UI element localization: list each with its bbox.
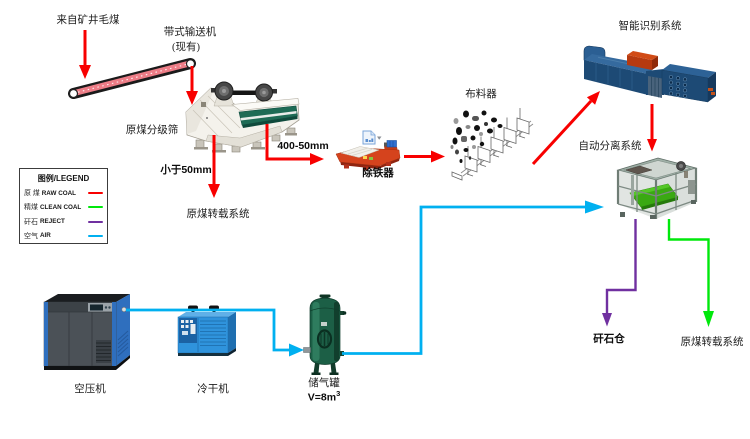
label-belt-conveyor-note: (现有) [172, 42, 200, 53]
dropdown-arrow-icon [377, 136, 382, 140]
legend-reject-zh: 矸石 [24, 217, 38, 226]
legend-raw-coal-line [88, 192, 103, 195]
air-tank-machine [303, 294, 347, 375]
raw-coal-arrow-feed [79, 30, 91, 79]
raw-coal-arrow-recognition-to-separation [647, 104, 657, 152]
label-transfer-system-left: 原煤转载系统 [186, 209, 250, 220]
label-cold-dryer: 冷干机 [197, 384, 229, 395]
label-air-tank-volume: V=8m3 [307, 389, 341, 404]
label-raw-coal-from-mine: 来自矿井毛煤 [56, 15, 120, 26]
raw-coal-arrow-distributor-to-recognition [531, 91, 600, 166]
raw-coal-arrow-conveyor-to-screen [186, 66, 198, 105]
file-icon [362, 130, 376, 145]
air-pipe-compressor-to-tank [126, 308, 304, 357]
label-reject-bin: 矸石仓 [593, 333, 625, 345]
raw-coal-arrow-iron-to-distributor [404, 150, 445, 163]
legend-row-clean-coal: 精煤 CLEAN COAL [24, 203, 103, 213]
distributor-machine [450, 108, 534, 181]
legend-air-line [88, 234, 103, 237]
air-pipe-tank-to-separation [342, 200, 604, 355]
coal-dots [450, 110, 503, 163]
legend-clean-coal-line [88, 206, 103, 209]
label-recognition-system: 智能识别系统 [618, 21, 682, 32]
legend-row-air: 空气 AIR [24, 231, 103, 241]
legend-reject-line [88, 220, 103, 223]
label-grading-screen: 原煤分级筛 [125, 125, 179, 136]
label-400-50mm: 400-50mm [277, 140, 329, 152]
legend-row-raw-coal: 原 煤 RAW COAL [24, 189, 103, 199]
legend-air-en: AIR [40, 232, 51, 240]
legend-reject-en: REJECT [40, 218, 65, 226]
label-air-tank: 储气罐 [308, 378, 340, 389]
label-transfer-system-right: 原煤转载系统 [680, 337, 744, 348]
grading-screen-machine [185, 81, 300, 153]
legend: 图例/LEGEND 原 煤 RAW COAL 精煤 CLEAN COAL 矸石 … [19, 168, 108, 244]
legend-clean-coal-en: CLEAN COAL [40, 203, 82, 211]
legend-raw-coal-zh: 原 煤 [24, 189, 40, 198]
label-iron-remover: 除铁器 [362, 167, 394, 179]
legend-title: 图例/LEGEND [37, 174, 90, 183]
recognition-system-machine [583, 45, 716, 103]
belt-conveyor-machine [68, 58, 196, 99]
cold-dryer-machine [177, 305, 236, 356]
label-under-50mm: 小于50mm [160, 164, 212, 176]
raw-coal-arrow-under50 [208, 135, 220, 198]
label-belt-conveyor: 带式输送机 [163, 27, 217, 38]
legend-air-zh: 空气 [24, 231, 38, 240]
label-distributor: 布料器 [465, 89, 497, 100]
label-separation-system: 自动分离系统 [578, 141, 642, 152]
air-compressor-machine [43, 294, 130, 370]
legend-row-reject: 矸石 REJECT [24, 217, 103, 227]
raw-coal-arrow-400-50 [265, 124, 324, 165]
separation-system-machine [616, 157, 698, 219]
reject-arrow-to-bin [602, 219, 637, 327]
iron-remover-machine [335, 140, 401, 171]
legend-raw-coal-en: RAW COAL [41, 189, 77, 197]
legend-clean-coal-zh: 精煤 [24, 203, 38, 212]
label-air-compressor: 空压机 [74, 384, 106, 395]
clean-coal-arrow-to-transfer [667, 219, 714, 327]
